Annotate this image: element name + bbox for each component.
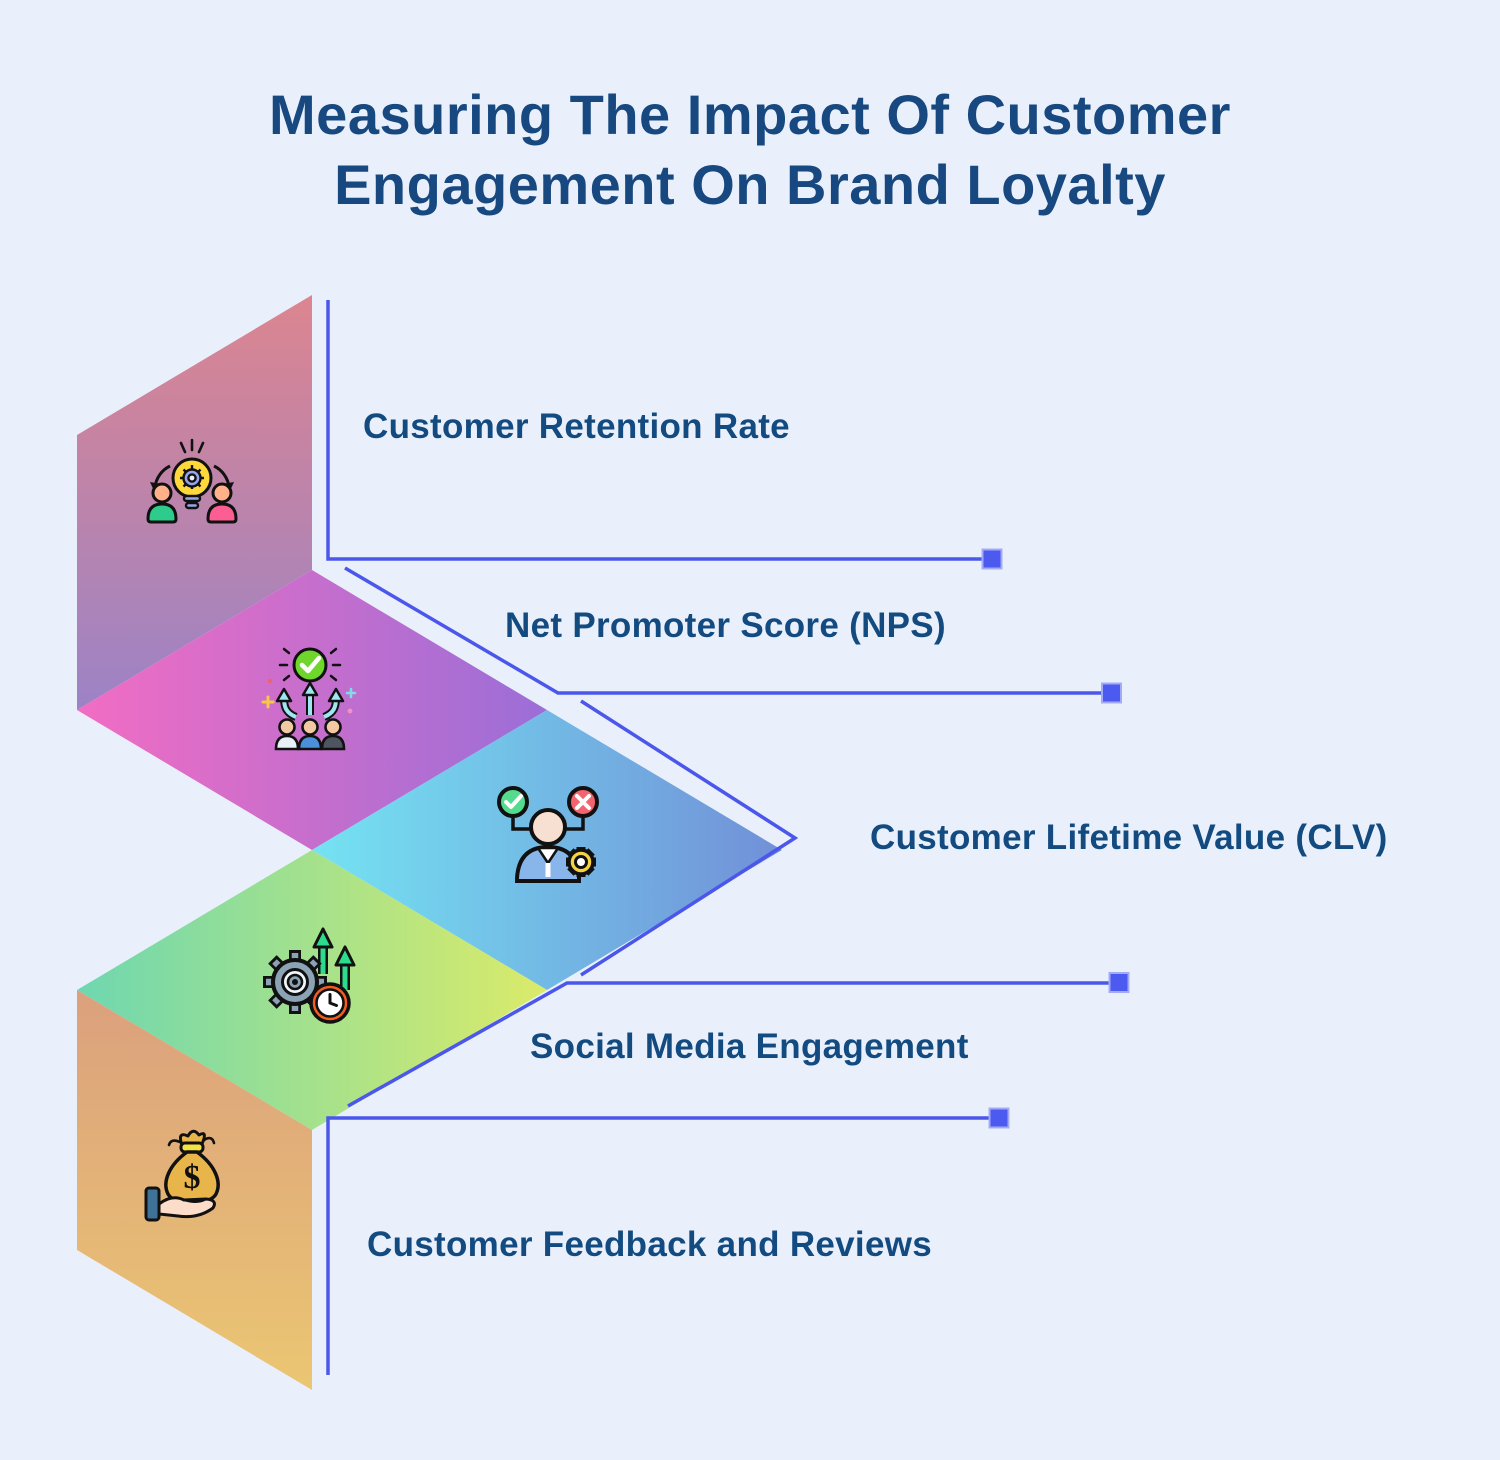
page-title-line-1: Measuring The Impact Of Customer — [269, 83, 1231, 146]
connector-feedback-endpoint — [988, 1107, 1010, 1129]
gear-growth-clock-icon — [263, 927, 356, 1024]
page-title-line-2: Engagement On Brand Loyalty — [334, 153, 1166, 216]
connector-retention-endpoint — [981, 548, 1003, 570]
connector-retention — [326, 300, 982, 561]
connector-feedback — [326, 1116, 989, 1375]
collaboration-idea-icon — [146, 438, 238, 524]
label-customer-lifetime-value: Customer Lifetime Value (CLV) — [870, 818, 1388, 857]
label-customer-feedback-reviews: Customer Feedback and Reviews — [367, 1225, 933, 1264]
connector-nps — [344, 566, 1102, 695]
promoter-growth-icon — [261, 647, 357, 751]
connector-nps-endpoint — [1101, 682, 1122, 704]
money-bag-hand-icon: $ — [144, 1129, 220, 1222]
customer-decision-icon — [497, 786, 599, 883]
connector-clv-chevron — [580, 699, 799, 977]
label-customer-retention-rate: Customer Retention Rate — [363, 407, 790, 446]
label-social-media-engagement: Social Media Engagement — [530, 1027, 969, 1066]
connector-social — [347, 981, 1109, 1108]
page-title: Measuring The Impact Of Customer Engagem… — [0, 80, 1500, 220]
label-net-promoter-score: Net Promoter Score (NPS) — [505, 606, 946, 645]
svg-text:$: $ — [184, 1159, 201, 1196]
connector-social-endpoint — [1108, 972, 1130, 993]
